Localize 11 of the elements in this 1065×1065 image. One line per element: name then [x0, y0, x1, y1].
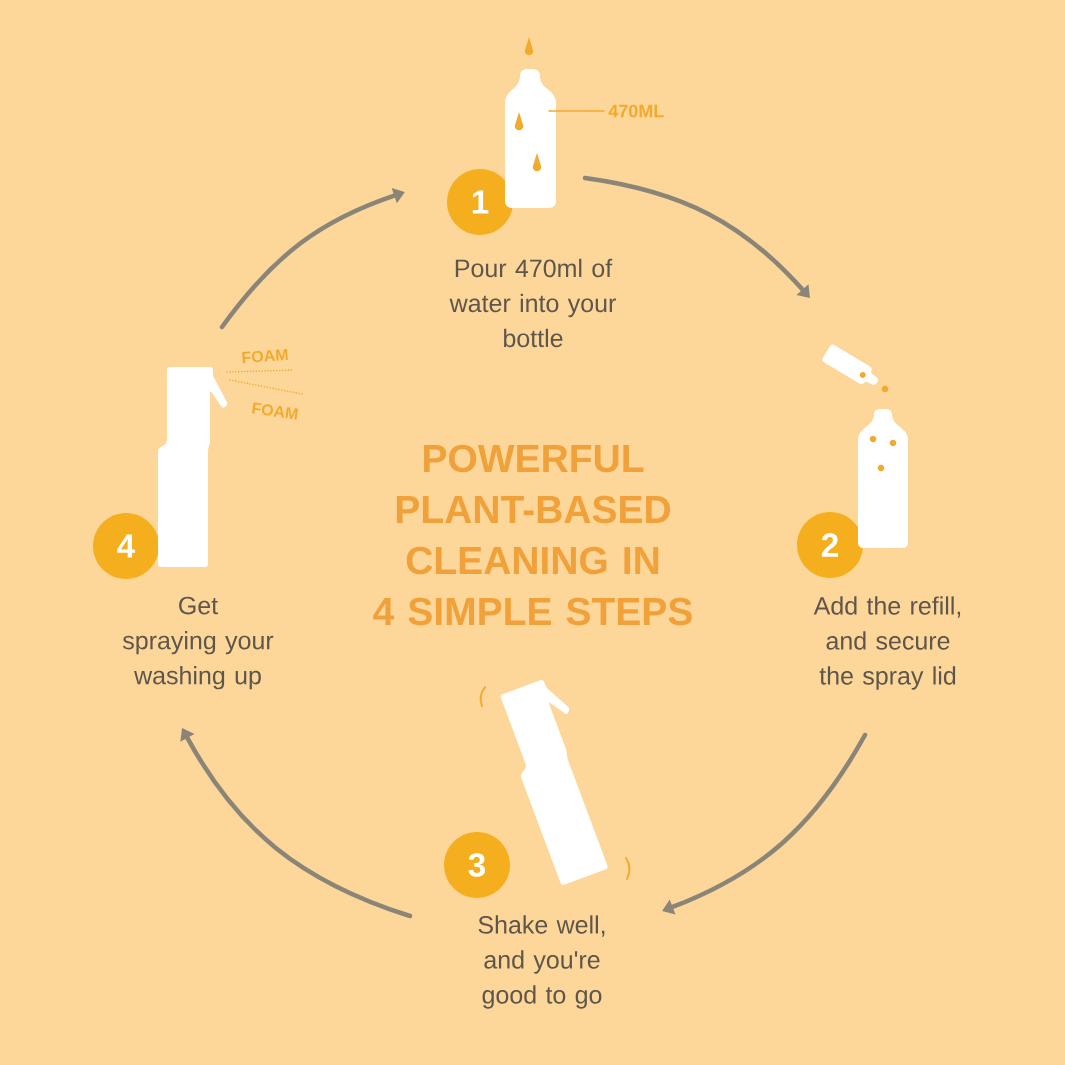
step-text: Add the refill, and secure the spray lid	[813, 596, 961, 690]
callout-text: 470ML	[608, 104, 664, 118]
step-text: Get spraying your washing up	[122, 596, 274, 690]
step-text: Pour 470ml of water into your bottle	[449, 258, 616, 348]
spray-label: FOAM	[252, 402, 298, 420]
arrow	[180, 728, 413, 919]
arrow	[219, 187, 405, 330]
step-text: Shake well, and you're good to go	[478, 915, 605, 1009]
title: POWERFUL PLANT-BASED CLEANING IN 4 SIMPLE STEPS	[373, 444, 692, 626]
leader-line	[548, 110, 605, 112]
arrow	[662, 732, 868, 915]
